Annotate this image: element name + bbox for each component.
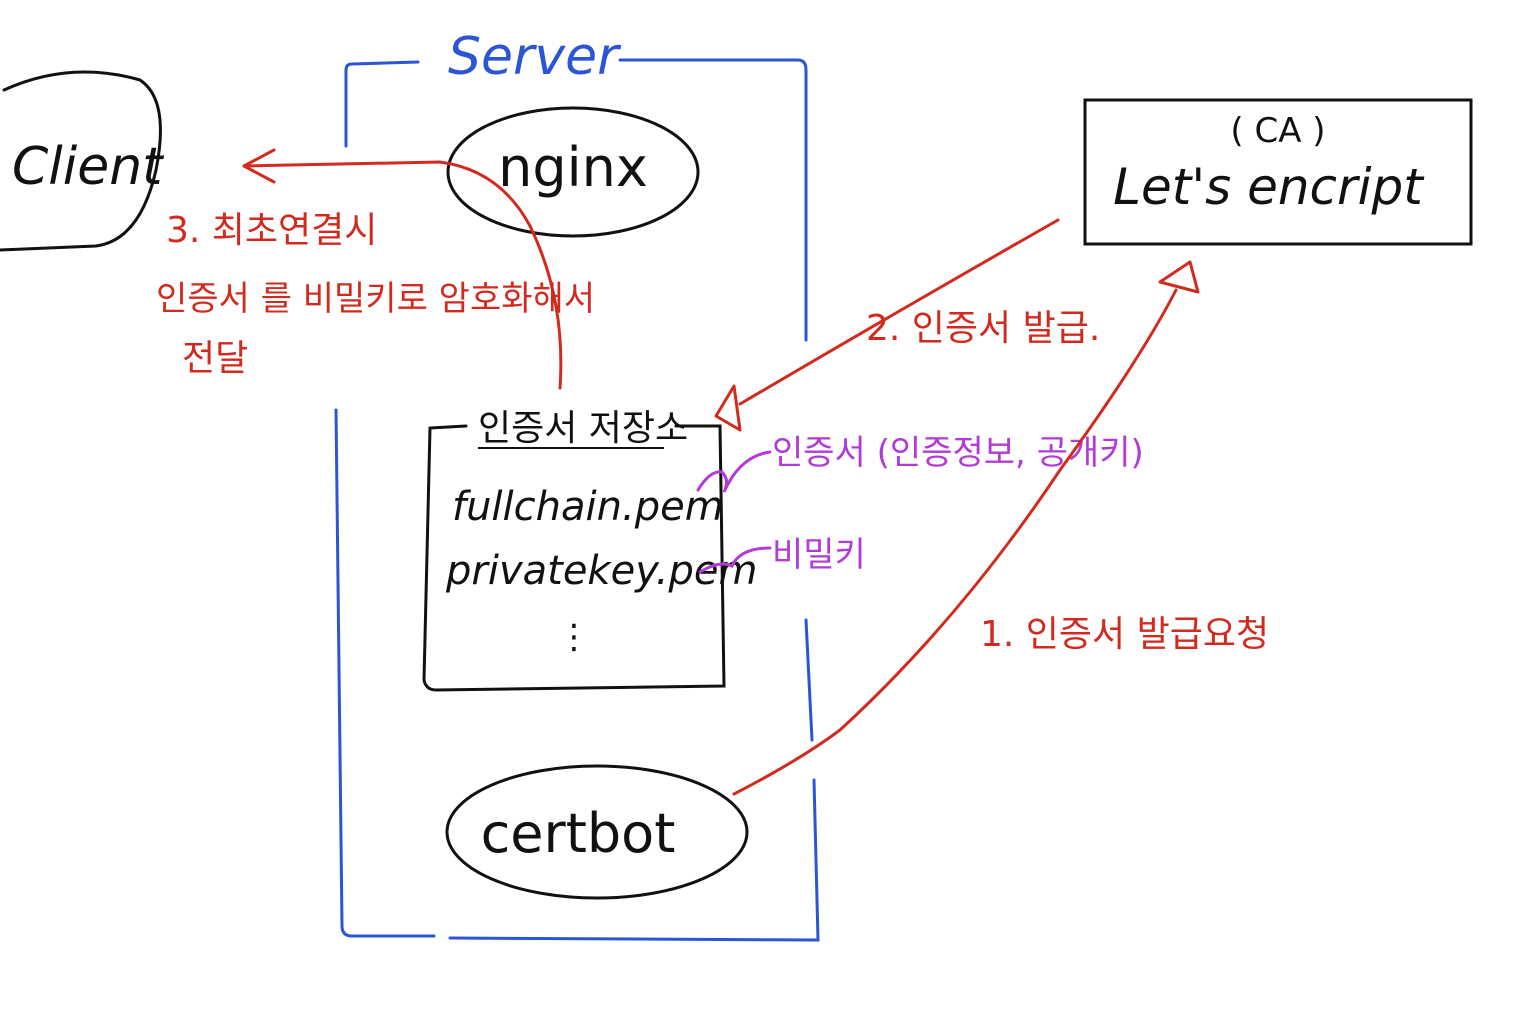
cert-annotation-connector: [696, 450, 772, 493]
flow-step3-arrow: [242, 160, 563, 390]
client-shape: [0, 70, 162, 252]
server-boundary: [334, 58, 820, 942]
cert-store-box: [422, 424, 726, 692]
key-annotation: 비밀키: [772, 535, 866, 575]
step3-label-line2: 인증서 를 비밀키로 암호화해서: [156, 279, 595, 319]
key-annotation-connector: [698, 546, 772, 574]
file-privatekey: privatekey.pem: [445, 548, 757, 594]
flow-step1-arrow: [732, 288, 1178, 796]
client-label: Client: [12, 137, 164, 197]
ca-tag: ( CA ): [1230, 111, 1325, 151]
ca-box: [1083, 98, 1473, 246]
server-label: Server: [448, 27, 622, 87]
cert-annotation: 인증서 (인증정보, 공개키): [772, 433, 1144, 473]
flow-step2-arrow: [738, 218, 1060, 406]
flow-step1-arrowhead: [1158, 260, 1200, 294]
step2-label: 2. 인증서 발급.: [866, 308, 1100, 349]
cert-store-title: 인증서 저장소: [478, 408, 688, 449]
step1-label: 1. 인증서 발급요청: [980, 614, 1269, 655]
file-fullchain: fullchain.pem: [452, 484, 724, 530]
file-more-ellipsis: ⋮: [557, 617, 591, 657]
flow-step2-arrowhead: [714, 384, 742, 432]
nginx-label: nginx: [498, 136, 648, 199]
ca-label: Let's encript: [1113, 158, 1425, 216]
step3-label-line3: 전달: [182, 338, 248, 379]
step3-label-line1: 3. 최초연결시: [166, 210, 377, 251]
certbot-label: certbot: [481, 802, 676, 865]
nginx-node: [446, 106, 700, 238]
certbot-node: [445, 764, 749, 900]
flow-step3-arrowhead: [242, 148, 276, 184]
